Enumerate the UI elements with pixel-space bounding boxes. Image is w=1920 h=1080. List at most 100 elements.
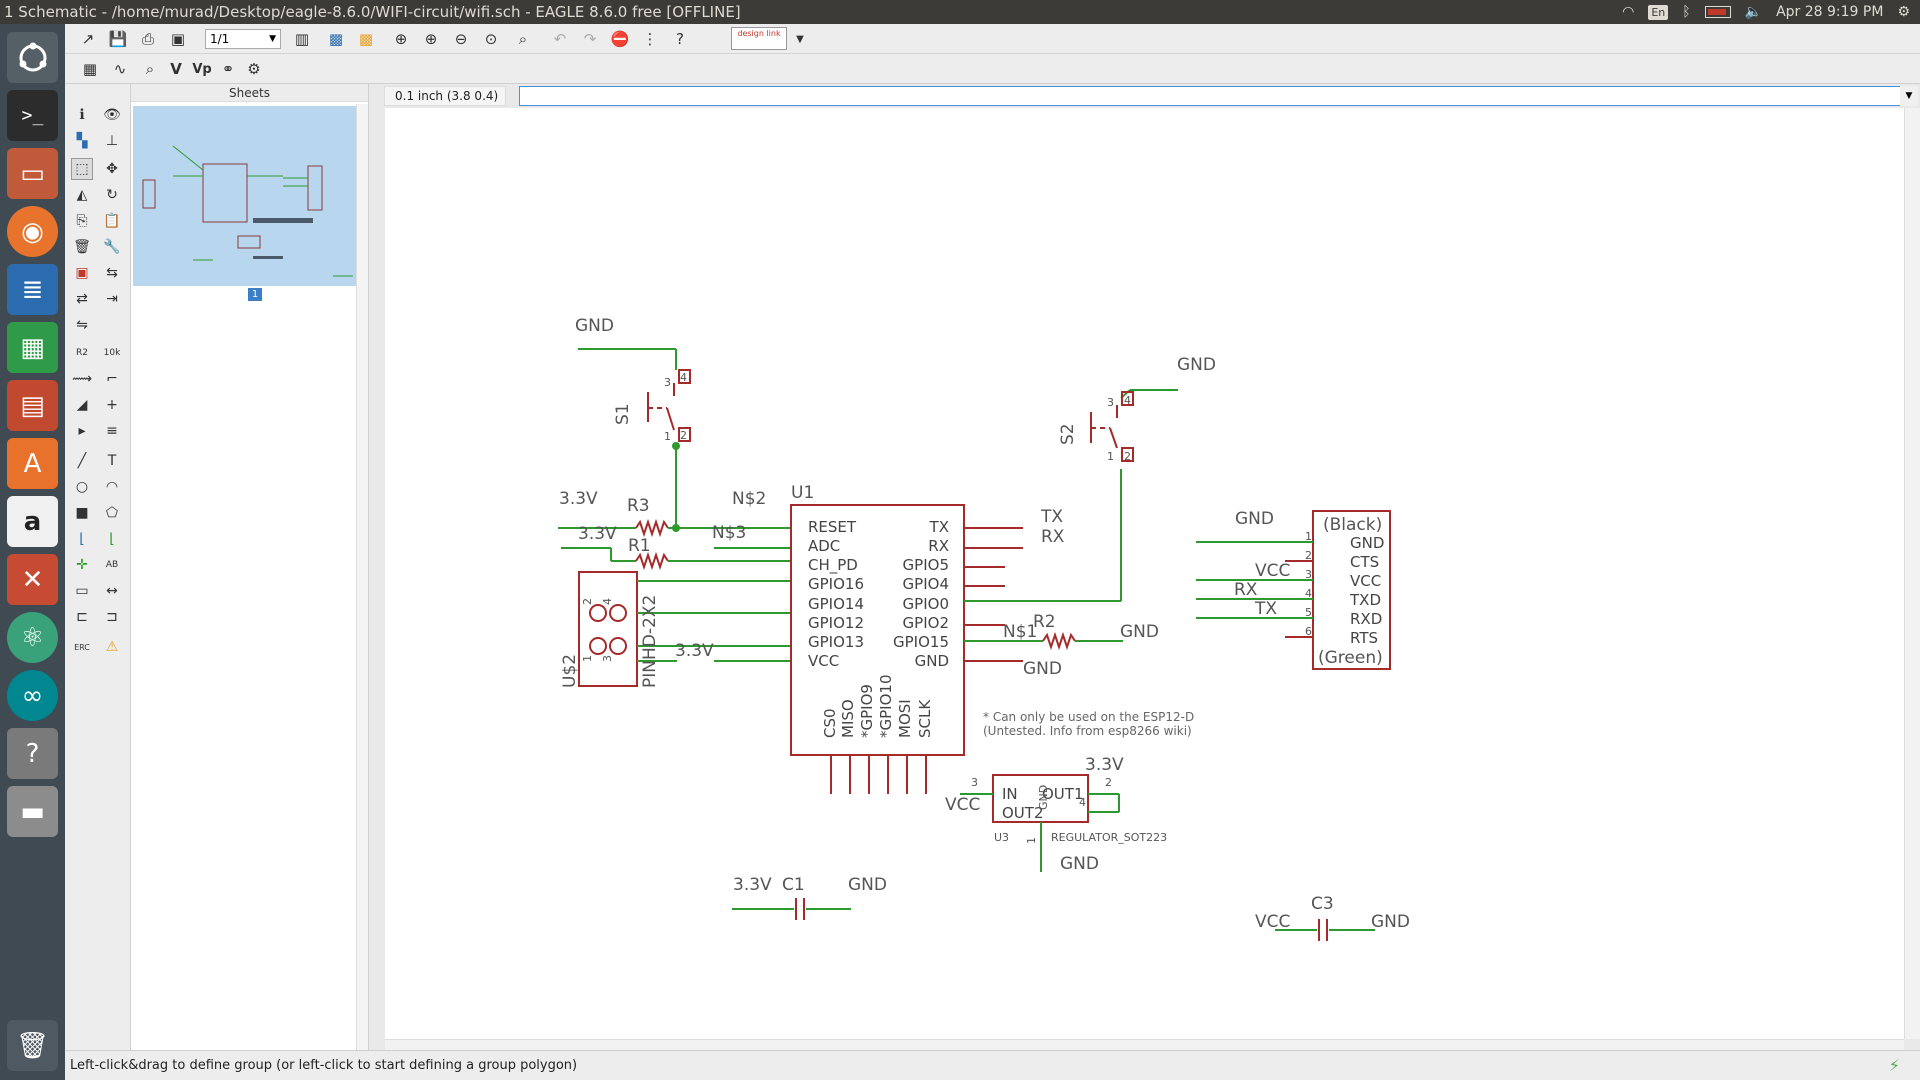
save-icon[interactable]: 💾 — [108, 30, 128, 48]
terminal-icon[interactable]: >_ — [7, 90, 58, 141]
bluetooth-icon[interactable]: ᛒ — [1682, 4, 1691, 20]
help-icon[interactable]: ? — [7, 728, 58, 779]
pinswap-icon[interactable]: Vp — [192, 61, 212, 77]
module-icon[interactable]: ⊐ — [106, 609, 118, 625]
zoom-fit-icon[interactable]: ⊕ — [394, 30, 408, 48]
wrench-icon[interactable]: 🔧 — [103, 239, 121, 255]
display-layers-icon[interactable]: ▚ — [76, 133, 88, 149]
canvas-horizontal-scrollbar[interactable] — [385, 1039, 1904, 1050]
sheet-number-badge[interactable]: 1 — [248, 288, 262, 301]
resistor-r2[interactable]: N$1 R2 GND — [964, 612, 1159, 651]
value-icon[interactable]: V — [170, 60, 182, 78]
invoke-icon[interactable]: ⇄ — [76, 291, 88, 307]
header-6pin[interactable]: (Black) (Green) GND CTS VCC TXD RXD RTS … — [1196, 509, 1391, 670]
text-icon[interactable]: T — [107, 453, 117, 469]
settings-gear-icon[interactable]: ⚙ — [247, 60, 261, 78]
label-icon[interactable]: AB — [105, 560, 119, 570]
warning-icon[interactable]: ⚠ — [105, 639, 119, 655]
wire-style-icon[interactable]: ∿ — [113, 60, 127, 78]
regulator-u3[interactable]: IN OUT1 OUT2 GND 3 2 4 1 VCC 3.3V GND U3… — [945, 755, 1167, 874]
design-link-button[interactable]: design link — [731, 27, 787, 50]
sheets-scrollbar[interactable] — [356, 104, 368, 1050]
swap-icon[interactable]: ⇋ — [76, 317, 88, 333]
trash-icon[interactable]: 🗑 — [7, 1020, 58, 1071]
net-icon[interactable]: ⌊ — [109, 531, 115, 547]
amazon-icon[interactable]: a — [7, 496, 58, 547]
wifi-icon[interactable]: ◠ — [1622, 4, 1635, 20]
keyboard-indicator[interactable]: En — [1648, 4, 1669, 20]
find-icon[interactable]: ⌕ — [145, 60, 155, 78]
attribute-icon[interactable]: ▭ — [75, 583, 89, 599]
redo-icon[interactable]: ↷ — [583, 30, 597, 48]
capacitor-c1[interactable]: 3.3V C1 GND — [732, 875, 887, 920]
ulp-icon[interactable]: ▩ — [358, 30, 374, 48]
mirror-icon[interactable]: ◭ — [76, 187, 88, 203]
rect-icon[interactable]: ■ — [75, 505, 89, 521]
frame-icon[interactable]: ⊏ — [76, 609, 88, 625]
switch-s2[interactable]: GND 3 4 1 2 S2 — [1058, 355, 1216, 601]
dimension-icon[interactable]: ↔ — [106, 583, 118, 599]
circle-icon[interactable]: ○ — [75, 479, 89, 495]
pinheader-us2[interactable]: 2 4 1 3 U$2 PINHD-2X2 — [560, 571, 791, 688]
files-icon[interactable]: ▭ — [7, 148, 58, 199]
junction-icon[interactable]: ✛ — [76, 557, 88, 573]
show-icon[interactable]: 👁 — [103, 107, 121, 123]
atom-icon[interactable]: ⚛ — [7, 612, 58, 663]
zoom-out-icon[interactable]: ⊖ — [454, 30, 468, 48]
clock[interactable]: Apr 28 9:19 PM — [1776, 4, 1884, 20]
canvas-vertical-scrollbar[interactable] — [1904, 108, 1920, 1039]
rotate-icon[interactable]: ↻ — [106, 187, 118, 203]
zoom-area-icon[interactable]: ⌕ — [518, 30, 528, 48]
volume-icon[interactable]: 🔈 — [1744, 4, 1763, 20]
ubuntu-dash-icon[interactable] — [7, 32, 58, 83]
arduino-icon[interactable]: ∞ — [7, 670, 58, 721]
cam-icon[interactable]: ▥ — [294, 30, 310, 48]
switch-s1[interactable]: GND 3 4 1 2 S1 — [575, 316, 691, 528]
sheet-select[interactable]: 1/1▼ — [205, 29, 281, 49]
stop-icon[interactable]: ⛔ — [610, 30, 630, 48]
system-settings-icon[interactable]: ✕ — [7, 554, 58, 605]
zoom-redraw-icon[interactable]: ⊙ — [484, 30, 498, 48]
go-icon[interactable]: ⋮ — [642, 30, 658, 48]
optimize-icon[interactable]: + — [106, 397, 118, 413]
value-tool-icon[interactable]: 10k — [103, 348, 121, 358]
smash-icon[interactable]: ⟿ — [71, 371, 93, 387]
command-history-dropdown[interactable]: ▼ — [1900, 86, 1918, 106]
writer-icon[interactable]: ≣ — [7, 264, 58, 315]
gateswap-icon[interactable]: ⚭ — [221, 60, 235, 78]
ripup-icon[interactable]: ≡ — [106, 423, 118, 439]
info-icon[interactable]: ℹ — [79, 107, 85, 123]
replace-icon[interactable]: ⇆ — [106, 265, 118, 281]
capacitor-c3[interactable]: VCC C3 GND — [1255, 894, 1410, 941]
module-u1[interactable]: U1 RESET ADC CH_PD GPIO16 GPIO14 GPIO12 … — [790, 483, 1194, 794]
copy-icon[interactable]: ⎘ — [76, 213, 88, 229]
sheet-thumbnail[interactable] — [133, 106, 365, 286]
undo-icon[interactable]: ↶ — [553, 30, 567, 48]
software-center-icon[interactable]: A — [7, 438, 58, 489]
schematic-canvas[interactable]: GND 3 4 1 2 S1 GND 3 4 1 — [385, 108, 1904, 1039]
erc-icon[interactable]: ERC — [74, 642, 90, 652]
disk-icon[interactable]: ▬ — [7, 786, 58, 837]
add-icon[interactable]: ▣ — [75, 265, 89, 281]
zoom-in-icon[interactable]: ⊕ — [424, 30, 438, 48]
move-icon[interactable]: ✥ — [106, 161, 118, 177]
battery-icon[interactable] — [1704, 6, 1731, 18]
mark-icon[interactable]: ⊥ — [105, 133, 119, 149]
name-icon[interactable]: R2 — [76, 348, 88, 358]
paste-icon[interactable]: 📋 — [103, 213, 121, 229]
print-icon[interactable]: ⎙ — [141, 30, 154, 48]
script-icon[interactable]: ▩ — [328, 30, 344, 48]
calc-icon[interactable]: ▦ — [7, 322, 58, 373]
chevron-down-icon[interactable]: ▼ — [796, 33, 804, 45]
gear-icon[interactable]: ⚙ — [1897, 4, 1910, 20]
gate-icon[interactable]: ⇥ — [106, 291, 118, 307]
arc-icon[interactable]: ◠ — [105, 479, 119, 495]
delete-icon[interactable]: 🗑 — [73, 239, 91, 255]
miter-icon[interactable]: ⌐ — [106, 371, 118, 387]
route-icon[interactable]: ▸ — [78, 423, 86, 439]
command-line-input[interactable] — [519, 86, 1904, 106]
open-icon[interactable]: ↗ — [81, 30, 95, 48]
polygon-icon[interactable]: ⬠ — [105, 505, 119, 521]
board-switch-icon[interactable]: ▣ — [170, 30, 186, 48]
grid-icon[interactable]: ▦ — [82, 60, 98, 78]
